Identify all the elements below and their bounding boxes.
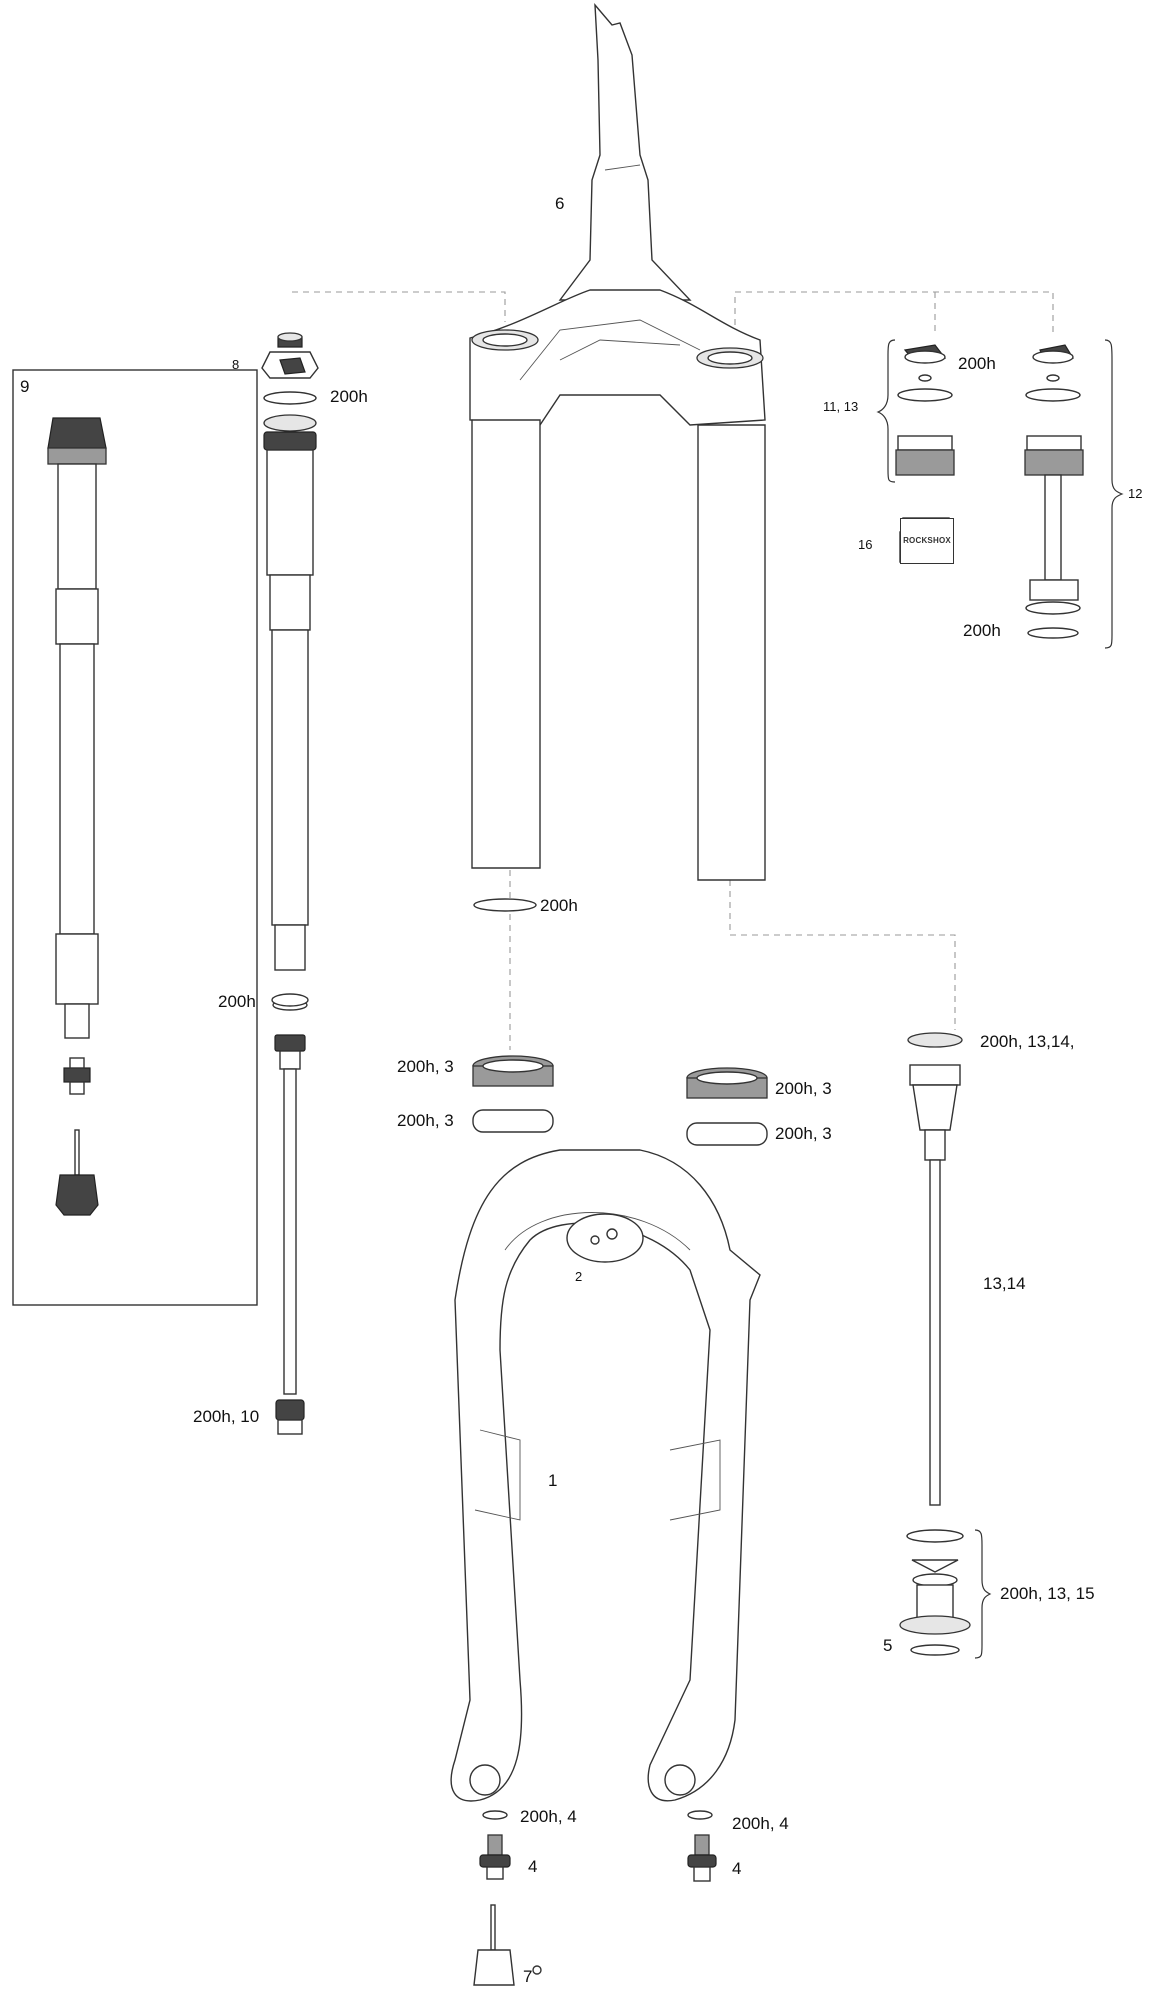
bolt-4-left <box>479 1834 511 1880</box>
leader-right-stanchion <box>729 880 956 1030</box>
ring-200h-mid <box>473 898 537 912</box>
callout-4-b: 4 <box>732 1859 742 1878</box>
callout-200h-4-a: 200h, 4 <box>520 1807 577 1826</box>
callout-6: 6 <box>555 194 565 213</box>
brace-12 <box>1104 339 1124 649</box>
bolt-4-right <box>687 1834 717 1882</box>
callout-9: 9 <box>20 377 30 396</box>
callout-200h-right2: 200h <box>963 621 1001 640</box>
foam-ring-left <box>472 1109 554 1133</box>
right-topcaps <box>895 344 1084 639</box>
part-8-topcap <box>261 332 319 405</box>
crush-washer-left <box>482 1810 508 1820</box>
callout-12: 12 <box>1128 486 1143 501</box>
callout-200h-13-14: 200h, 13,14, <box>980 1032 1075 1051</box>
callout-8: 8 <box>232 357 240 372</box>
callout-200h-3-a: 200h, 3 <box>397 1057 454 1076</box>
leader-crown-left <box>292 291 506 322</box>
part-7-knob <box>473 1904 542 1986</box>
callout-200h-top: 200h <box>330 387 368 406</box>
callout-200h-3-c: 200h, 3 <box>775 1079 832 1098</box>
part-9-damper <box>47 417 107 1216</box>
seal-right <box>686 1067 768 1099</box>
lower-leg <box>450 1149 761 1802</box>
right-rebound-damper <box>899 1032 971 1656</box>
brace-200h-13-15 <box>974 1529 992 1659</box>
steerer-tube <box>558 2 692 301</box>
callout-16: 16 <box>858 537 873 552</box>
callout-13-14: 13,14 <box>983 1274 1026 1293</box>
left-damper-assembly <box>263 414 317 1435</box>
callout-200h-10: 200h, 10 <box>193 1407 260 1426</box>
callout-200h-right: 200h <box>958 354 996 373</box>
foam-ring-right <box>686 1122 768 1146</box>
crush-washer-right <box>687 1810 713 1820</box>
callout-1: 1 <box>548 1471 558 1490</box>
leader-crown-right <box>734 291 1054 336</box>
part-9-box <box>12 369 258 1306</box>
seal-left <box>472 1055 554 1087</box>
crown-upper-assembly <box>469 289 766 881</box>
callout-200h-mid: 200h <box>540 896 578 915</box>
callout-7: 7 <box>523 1967 533 1986</box>
callout-200h-3-d: 200h, 3 <box>775 1124 832 1143</box>
callout-200h-13-15: 200h, 13, 15 <box>1000 1584 1095 1603</box>
ring-200h-left <box>271 993 309 1007</box>
callout-200h-3-b: 200h, 3 <box>397 1111 454 1130</box>
rockshox-logo: ROCKSHOX <box>903 536 951 545</box>
callout-200h-left: 200h <box>218 992 256 1011</box>
callout-11-13: 11, 13 <box>823 399 859 414</box>
brace-11-13 <box>876 339 896 483</box>
callout-5: 5 <box>883 1636 893 1655</box>
callout-4-a: 4 <box>528 1857 538 1876</box>
part-16-sleeve: ROCKSHOX <box>900 518 954 564</box>
callout-2: 2 <box>575 1269 583 1284</box>
callout-200h-4-b: 200h, 4 <box>732 1814 789 1833</box>
